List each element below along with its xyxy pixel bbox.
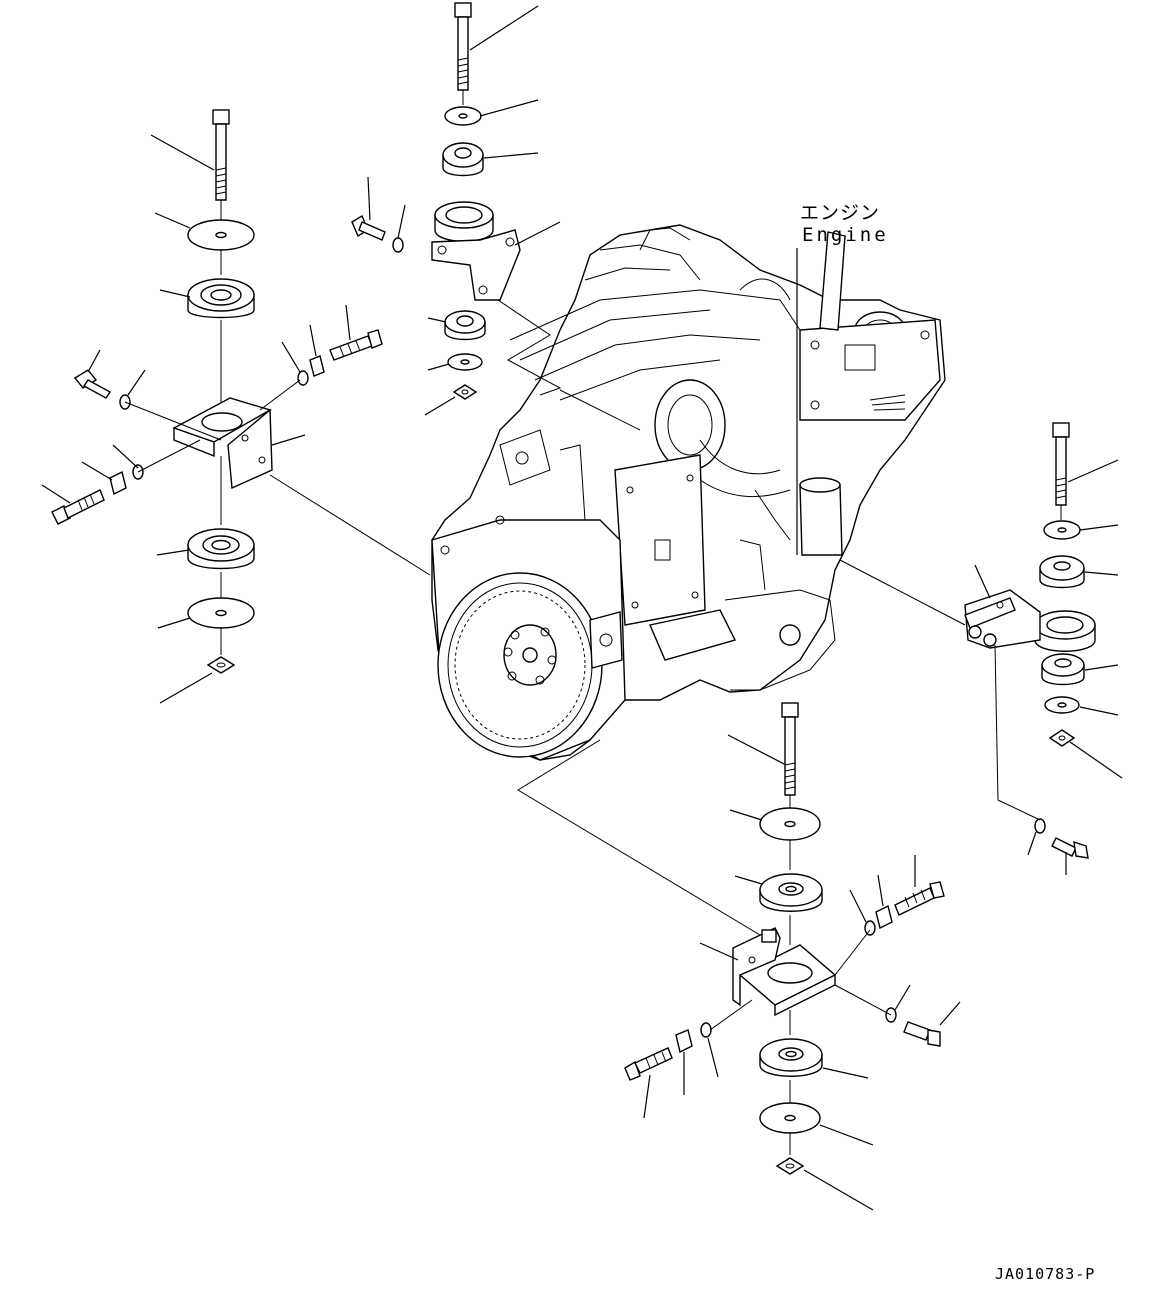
nut <box>775 1157 805 1175</box>
nut <box>109 470 127 496</box>
engine-assembly <box>431 224 946 761</box>
drawing-number: JA010783-P <box>995 1265 1096 1283</box>
side-bolt <box>51 489 105 525</box>
rubber-cushion <box>1041 653 1085 686</box>
mount-bracket <box>964 589 1096 652</box>
side-bolt <box>894 881 945 916</box>
nut <box>206 656 236 674</box>
side-bolt <box>1051 837 1089 859</box>
mount-bolt <box>212 109 230 201</box>
front-left-mount <box>41 109 431 704</box>
mount-bolt <box>1052 422 1070 506</box>
engine-label-ja: エンジン <box>800 202 881 224</box>
side-bolt <box>903 1021 941 1047</box>
rubber-cushion <box>187 278 255 319</box>
nut <box>875 904 893 930</box>
rubber-cushion <box>759 873 823 912</box>
lock-washer <box>392 237 404 253</box>
side-bolt <box>351 214 386 241</box>
side-bolt <box>624 1047 673 1081</box>
mount-bolt <box>454 2 472 91</box>
mount-bracket <box>172 397 273 490</box>
side-bolt <box>329 329 383 361</box>
nut <box>1048 729 1076 747</box>
rubber-cushion <box>759 1038 823 1077</box>
rubber-cushion <box>442 142 484 177</box>
nut <box>309 355 325 377</box>
nut <box>675 1029 693 1054</box>
lock-washer <box>700 1022 712 1038</box>
lock-washer <box>1034 818 1046 834</box>
rubber-cushion <box>187 528 255 570</box>
rear-right-mount <box>839 422 1123 875</box>
lock-washer <box>297 370 309 386</box>
nut <box>452 384 478 400</box>
mount-bracket <box>431 201 521 301</box>
rubber-cushion <box>1039 555 1085 589</box>
lock-washer <box>864 920 876 936</box>
side-bolt <box>73 369 112 399</box>
mount-bracket <box>732 927 837 1017</box>
rubber-cushion <box>444 310 486 341</box>
engine-label-en: Engine <box>802 224 889 246</box>
mount-bolt <box>781 702 799 796</box>
rear-top-mount <box>351 2 641 431</box>
front-bottom-mount <box>517 702 961 1211</box>
